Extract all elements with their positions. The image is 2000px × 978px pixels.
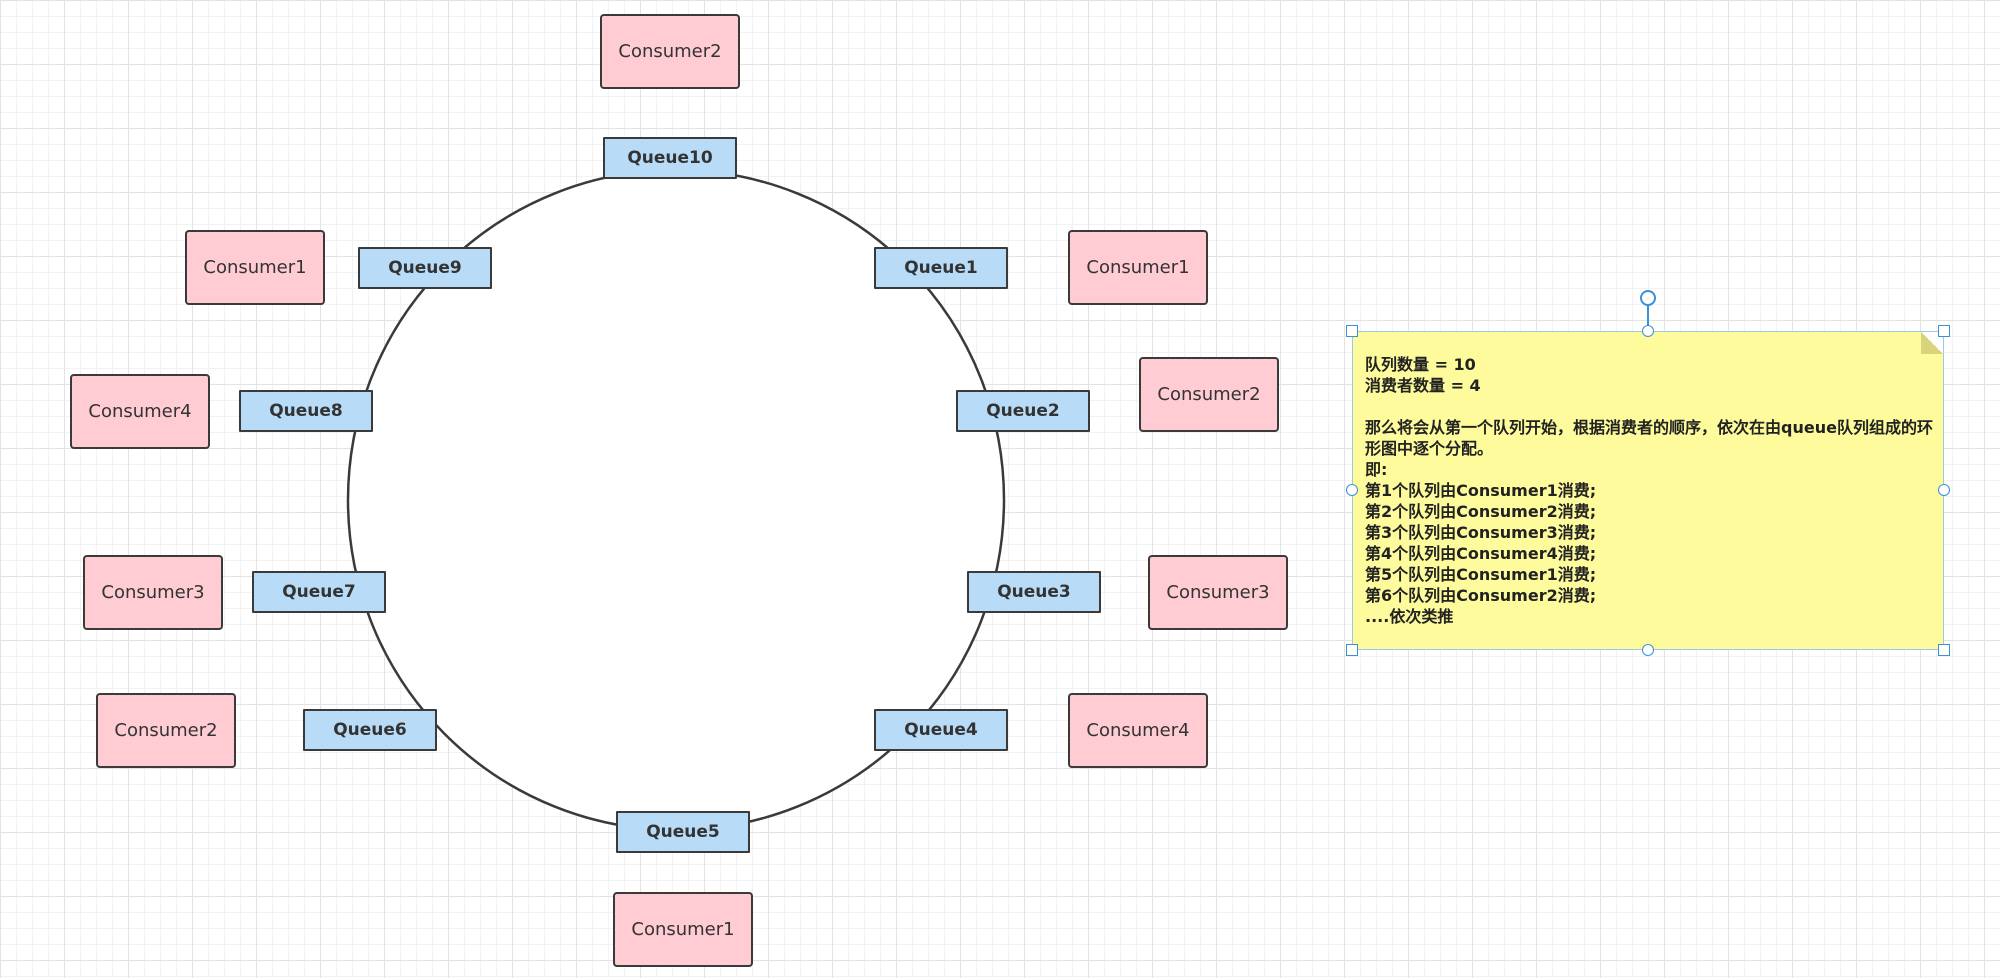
resize-handle-top-left[interactable] bbox=[1346, 325, 1358, 337]
note-line: 即: bbox=[1365, 460, 1388, 479]
note-line: 队列数量 = 10 bbox=[1365, 355, 1476, 374]
note-line: 第5个队列由Consumer1消费; bbox=[1365, 565, 1597, 584]
note-line: 消费者数量 = 4 bbox=[1365, 376, 1481, 395]
resize-handle-left[interactable] bbox=[1346, 484, 1358, 496]
consumer-box[interactable]: Consumer1 bbox=[1068, 230, 1208, 305]
note-line: 第1个队列由Consumer1消费; bbox=[1365, 481, 1597, 500]
rotation-handle-stem bbox=[1647, 305, 1649, 329]
consumer-box[interactable]: Consumer2 bbox=[600, 14, 740, 89]
consumer-box[interactable]: Consumer4 bbox=[1068, 693, 1208, 768]
resize-handle-bottom-right[interactable] bbox=[1938, 644, 1950, 656]
consumer-box[interactable]: Consumer2 bbox=[96, 693, 236, 768]
queue-1[interactable]: Queue1 bbox=[874, 247, 1008, 289]
queue-10[interactable]: Queue10 bbox=[603, 137, 737, 179]
note-line bbox=[1365, 396, 1933, 417]
consumer-box[interactable]: Consumer1 bbox=[185, 230, 325, 305]
queue-2[interactable]: Queue2 bbox=[956, 390, 1090, 432]
note-line: 第2个队列由Consumer2消费; bbox=[1365, 502, 1597, 521]
resize-handle-bottom-left[interactable] bbox=[1346, 644, 1358, 656]
resize-handle-bottom[interactable] bbox=[1642, 644, 1654, 656]
note-line: ....依次类推 bbox=[1365, 607, 1454, 626]
note-corner-fold bbox=[1921, 332, 1943, 354]
queue-3[interactable]: Queue3 bbox=[967, 571, 1101, 613]
consumer-box[interactable]: Consumer3 bbox=[1148, 555, 1288, 630]
note-line: 那么将会从第一个队列开始，根据消费者的顺序，依次在由queue队列组成的环形图中… bbox=[1365, 418, 1933, 458]
sticky-note[interactable]: 队列数量 = 10 消费者数量 = 4 那么将会从第一个队列开始，根据消费者的顺… bbox=[1352, 331, 1944, 650]
queue-8[interactable]: Queue8 bbox=[239, 390, 373, 432]
consumer-box[interactable]: Consumer3 bbox=[83, 555, 223, 630]
queue-4[interactable]: Queue4 bbox=[874, 709, 1008, 751]
consumer-box[interactable]: Consumer4 bbox=[70, 374, 210, 449]
queue-9[interactable]: Queue9 bbox=[358, 247, 492, 289]
note-line: 第3个队列由Consumer3消费; bbox=[1365, 523, 1597, 542]
consumer-box[interactable]: Consumer2 bbox=[1139, 357, 1279, 432]
resize-handle-top[interactable] bbox=[1642, 325, 1654, 337]
consumer-box[interactable]: Consumer1 bbox=[613, 892, 753, 967]
queue-5[interactable]: Queue5 bbox=[616, 811, 750, 853]
resize-handle-top-right[interactable] bbox=[1938, 325, 1950, 337]
rotate-handle[interactable] bbox=[1640, 290, 1656, 306]
queue-7[interactable]: Queue7 bbox=[252, 571, 386, 613]
resize-handle-right[interactable] bbox=[1938, 484, 1950, 496]
queue-6[interactable]: Queue6 bbox=[303, 709, 437, 751]
note-line: 第6个队列由Consumer2消费; bbox=[1365, 586, 1597, 605]
note-line: 第4个队列由Consumer4消费; bbox=[1365, 544, 1597, 563]
